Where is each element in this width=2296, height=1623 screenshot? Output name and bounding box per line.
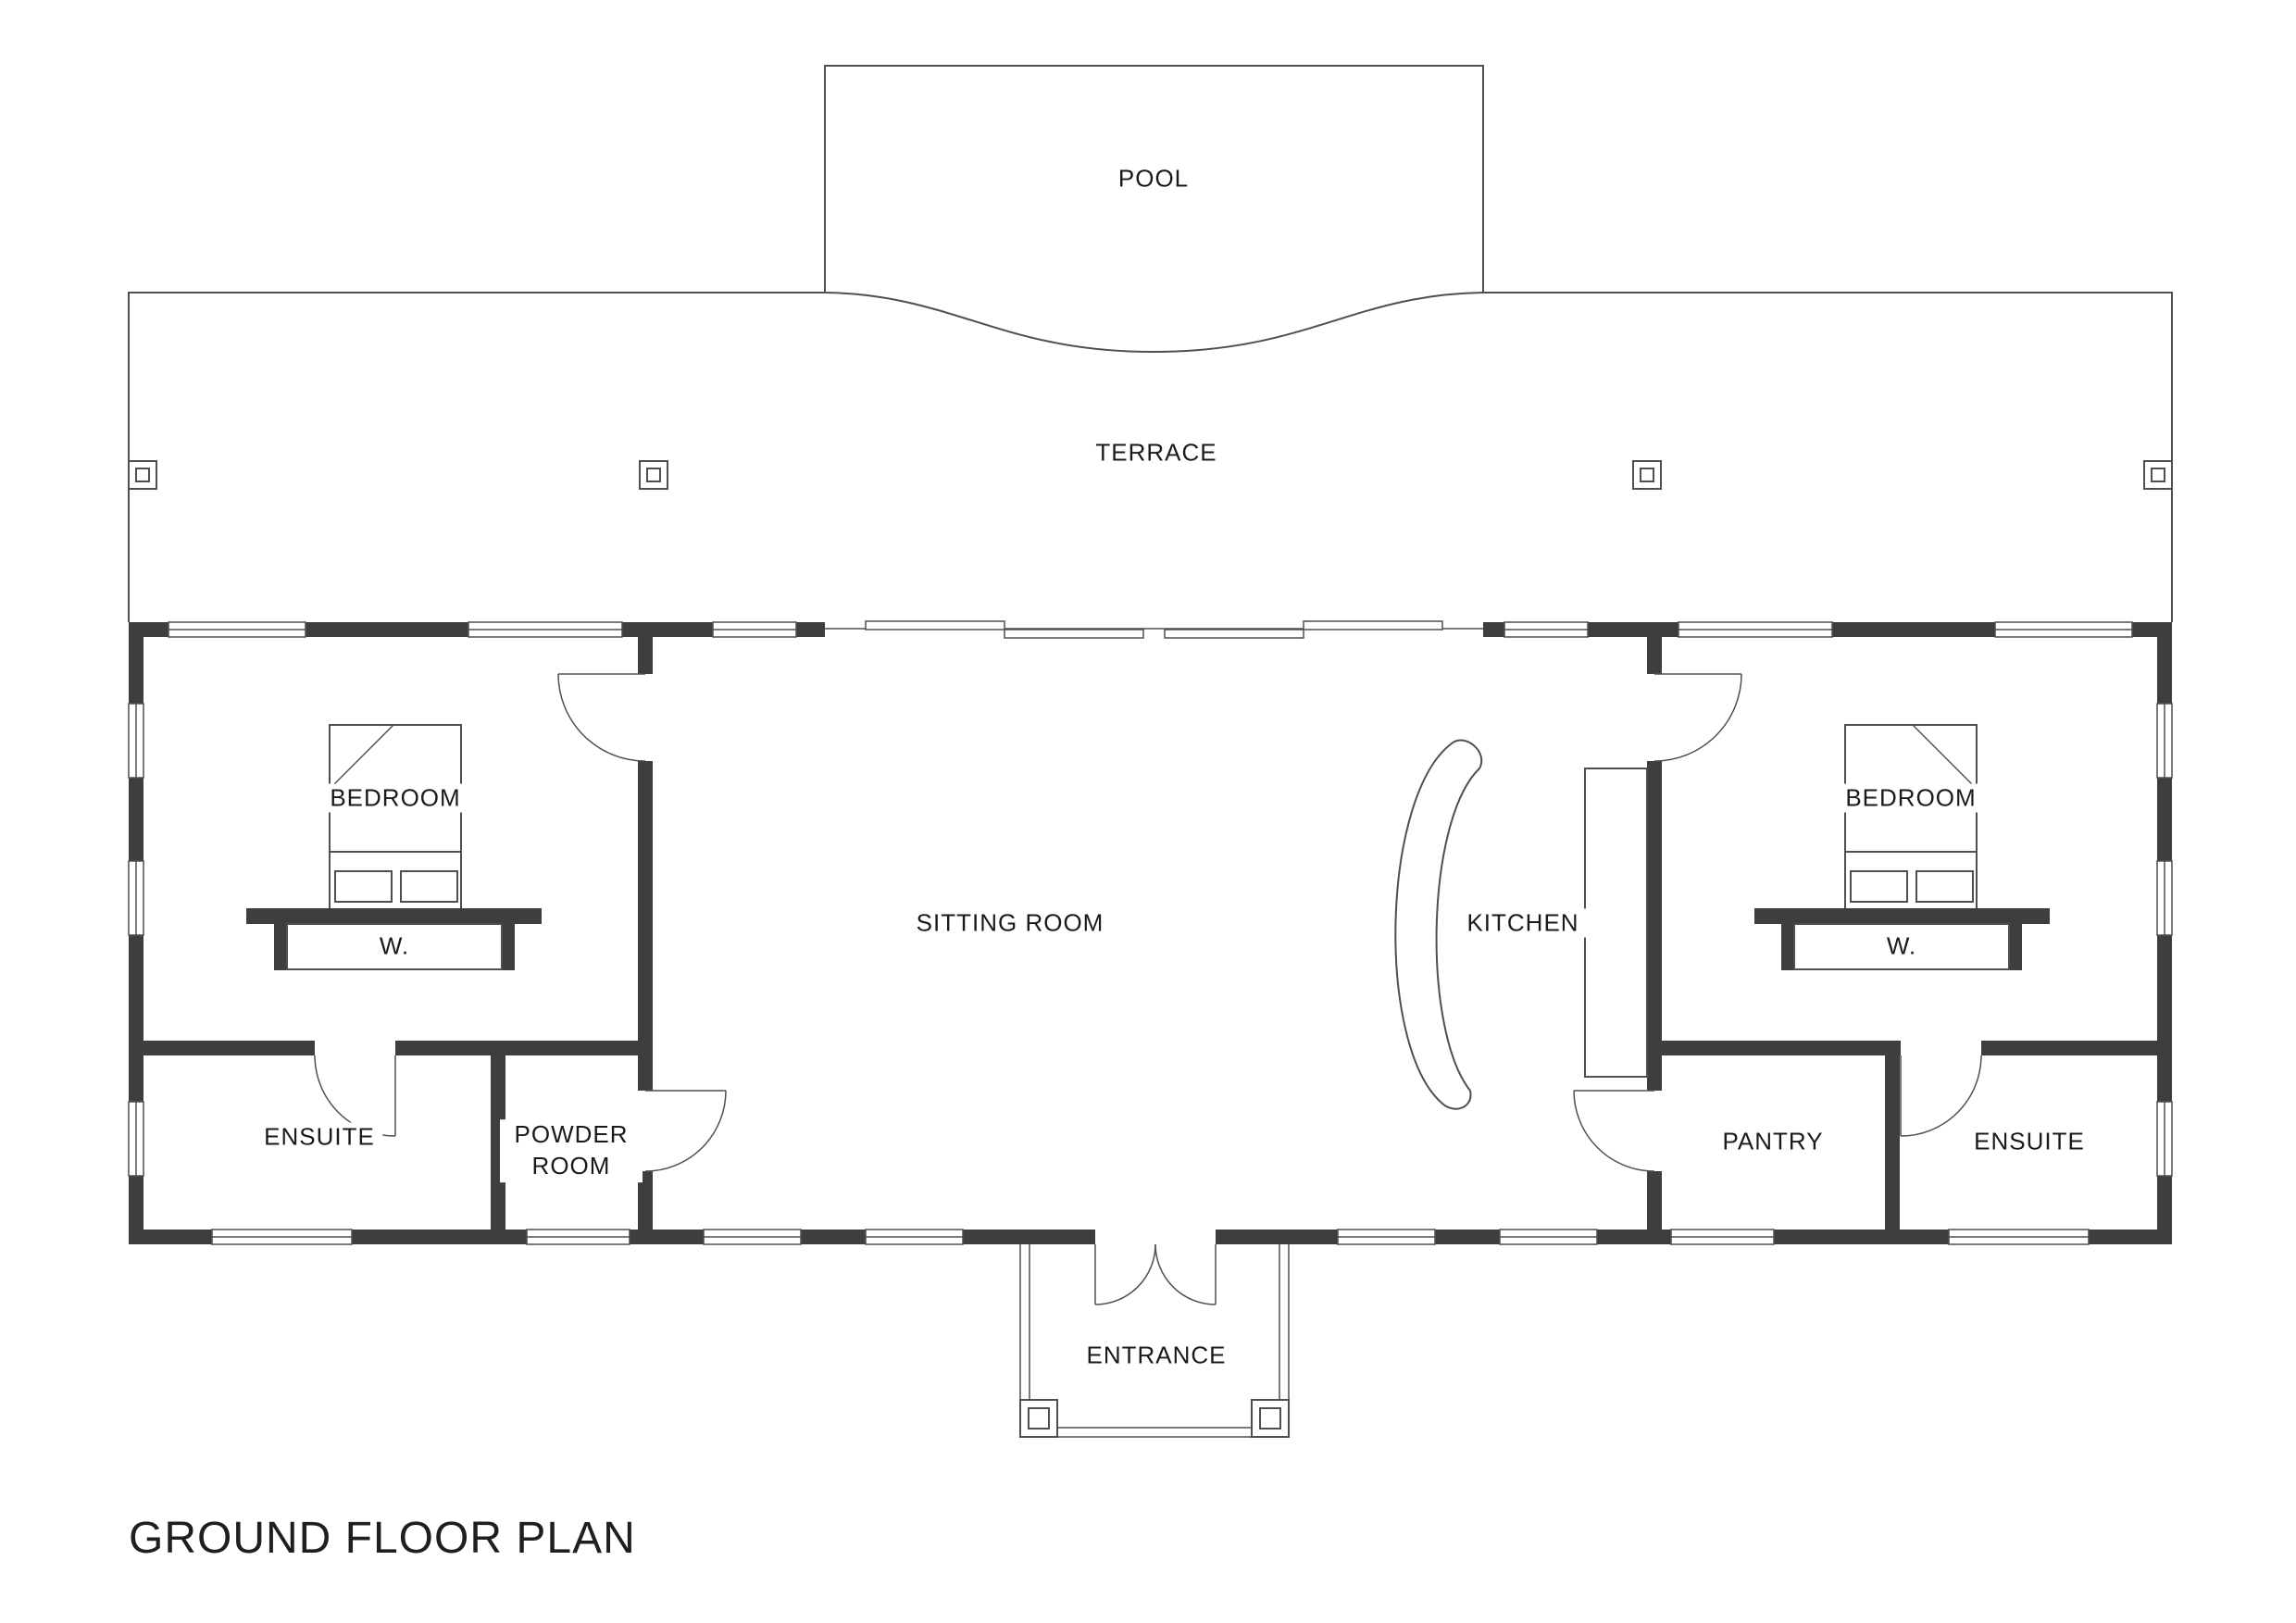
bed-right xyxy=(1844,724,1978,912)
bed-left xyxy=(329,724,462,912)
label-wardrobe-right: W. xyxy=(1878,931,1925,961)
kitchen-counter xyxy=(1584,768,1648,1078)
label-pool: POOL xyxy=(1110,164,1197,194)
terrace-columns xyxy=(128,460,2173,490)
windows xyxy=(128,621,2173,1245)
label-pantry: PANTRY xyxy=(1715,1127,1831,1156)
label-wardrobe-left: W. xyxy=(371,931,418,961)
pool-outline xyxy=(824,65,1484,293)
kitchen-island xyxy=(1394,739,1483,1110)
label-terrace: TERRACE xyxy=(1088,438,1225,468)
label-ensuite-left: ENSUITE xyxy=(256,1122,382,1152)
label-powder-room: POWDER ROOM xyxy=(500,1119,643,1182)
sliding-glass-doors xyxy=(825,620,1483,639)
drawing-title: GROUND FLOOR PLAN xyxy=(129,1514,636,1563)
label-ensuite-right: ENSUITE xyxy=(1966,1127,2092,1156)
label-sitting-room: SITTING ROOM xyxy=(908,908,1112,938)
label-entrance: ENTRANCE xyxy=(1079,1341,1234,1370)
label-bedroom-left: BEDROOM xyxy=(322,783,468,813)
label-kitchen: KITCHEN xyxy=(1459,908,1587,938)
terrace-outline xyxy=(128,292,2173,622)
door-swings xyxy=(314,673,1982,1305)
label-bedroom-right: BEDROOM xyxy=(1838,783,1984,813)
entrance-porch xyxy=(1019,1244,1290,1438)
interior-walls xyxy=(129,622,2172,1244)
wardrobe-left xyxy=(246,908,542,970)
